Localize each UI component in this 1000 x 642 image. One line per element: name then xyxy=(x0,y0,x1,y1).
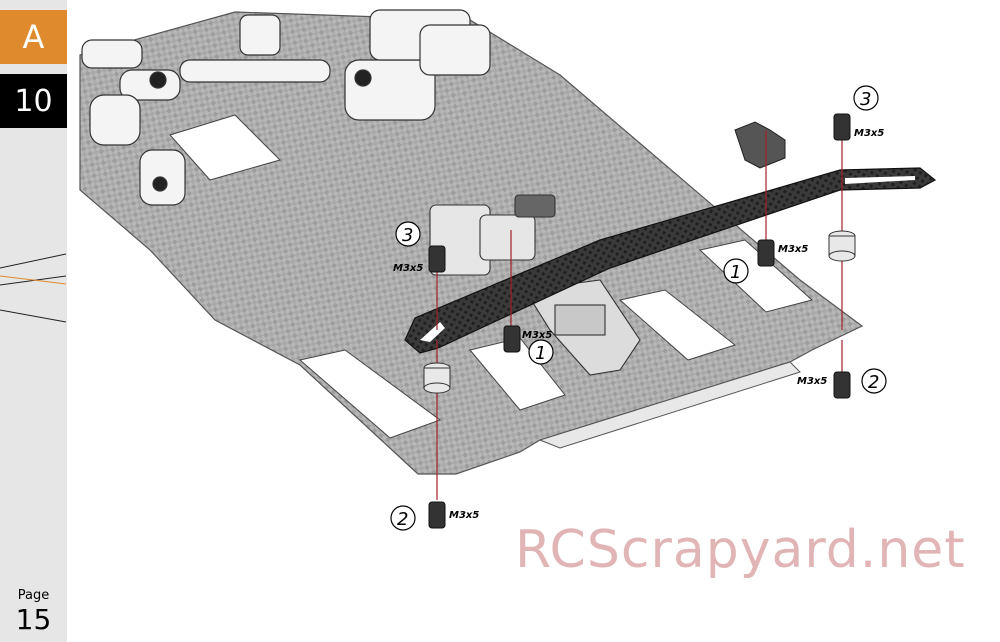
construction-lines xyxy=(0,253,67,323)
page-label: Page xyxy=(17,588,50,603)
callouts xyxy=(390,85,887,531)
page-number: 15 xyxy=(15,603,52,636)
top-deck-drawing xyxy=(404,167,937,354)
screw-label: M3x5 xyxy=(854,128,884,139)
screw-label: M3x5 xyxy=(449,510,479,521)
callout-2-front: 2 xyxy=(397,509,408,530)
callout-1-front: 1 xyxy=(535,343,546,364)
sidebar: A 10 Page 15 xyxy=(0,0,67,642)
callout-3-rear: 3 xyxy=(860,89,871,110)
screw-label: M3x5 xyxy=(522,330,552,341)
screw-label: M3x5 xyxy=(797,376,827,387)
servo-mount-drawing xyxy=(429,194,641,376)
watermark: RCScrapyard.net xyxy=(515,520,966,580)
section-tab: A xyxy=(0,10,67,64)
callout-1-rear: 1 xyxy=(730,262,741,283)
callout-3-front: 3 xyxy=(402,225,413,246)
spacer-icon xyxy=(423,230,856,394)
suspension-parts xyxy=(81,9,491,206)
screw-label: M3x5 xyxy=(393,263,423,274)
step-number: 10 xyxy=(0,74,67,128)
screw-label: M3x5 xyxy=(778,244,808,255)
screw-icon xyxy=(428,113,851,529)
deck-post-drawing xyxy=(734,121,786,169)
callout-2-rear: 2 xyxy=(868,372,879,393)
